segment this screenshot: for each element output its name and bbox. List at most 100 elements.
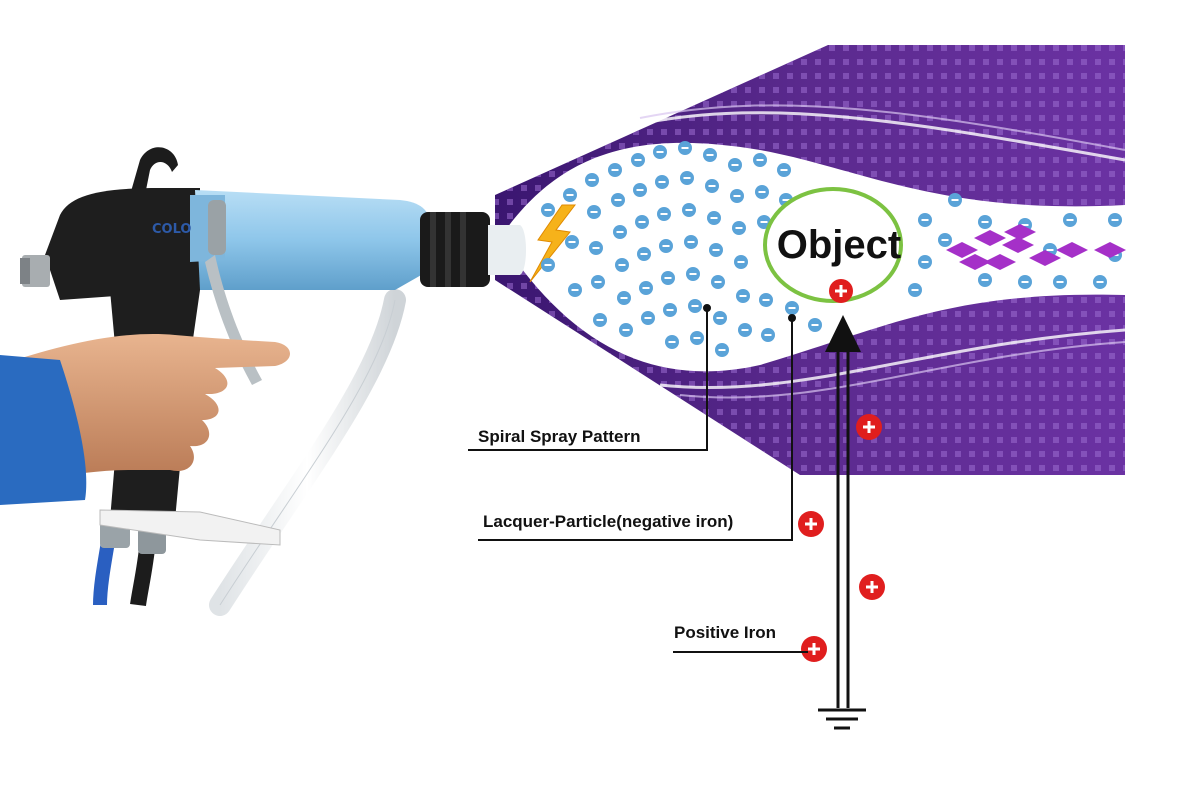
negative-charge-icon <box>563 188 577 202</box>
negative-charge-icon <box>615 258 629 272</box>
negative-charge-icon <box>1018 275 1032 289</box>
negative-charge-icon <box>637 247 651 261</box>
positive-charge-icon <box>801 636 827 662</box>
negative-charge-icon <box>611 193 625 207</box>
negative-charge-icon <box>1093 275 1107 289</box>
coating-diamonds <box>946 224 1126 270</box>
negative-charge-icon <box>1108 213 1122 227</box>
negative-charge-icon <box>736 289 750 303</box>
negative-charge-icon <box>565 235 579 249</box>
negative-charge-icon <box>978 215 992 229</box>
negative-charge-icon <box>639 281 653 295</box>
negative-charge-icon <box>661 271 675 285</box>
negative-charge-icon <box>613 225 627 239</box>
negative-charge-icon <box>918 213 932 227</box>
ground-symbol-icon <box>818 708 866 730</box>
object-target: Object <box>763 187 903 303</box>
positive-charge-icon <box>829 279 853 303</box>
positive-charge-icon <box>856 414 882 440</box>
negative-charge-icon <box>680 171 694 185</box>
coating-diamond <box>984 254 1016 270</box>
spark-icon <box>529 204 577 283</box>
lacquer-particle-label: Lacquer-Particle(negative iron) <box>483 512 734 531</box>
negative-charge-icon <box>1063 213 1077 227</box>
negative-charge-icon <box>738 323 752 337</box>
negative-charge-icon <box>978 273 992 287</box>
positive-iron-label: Positive Iron <box>674 623 777 642</box>
negative-charge-icon <box>753 153 767 167</box>
negative-charge-icon <box>709 243 723 257</box>
negative-charge-icon <box>734 255 748 269</box>
lacquer-particles <box>541 141 1122 357</box>
negative-charge-icon <box>659 239 673 253</box>
negative-charge-icon <box>705 179 719 193</box>
positive-charge-icon <box>798 511 824 537</box>
negative-charge-icon <box>684 235 698 249</box>
negative-charge-icon <box>707 211 721 225</box>
spiral-leader-line <box>468 310 708 451</box>
ground-connection <box>818 315 866 730</box>
negative-charge-icon <box>665 335 679 349</box>
negative-charge-icon <box>686 267 700 281</box>
negative-charge-icon <box>715 343 729 357</box>
negative-charge-icon <box>678 141 692 155</box>
negative-charge-icon <box>948 193 962 207</box>
negative-charge-icon <box>785 301 799 315</box>
negative-charge-icon <box>711 275 725 289</box>
coating-diamond <box>1094 242 1126 258</box>
negative-charge-icon <box>635 215 649 229</box>
coating-diamond <box>1056 242 1088 258</box>
coating-diamond <box>1029 250 1061 266</box>
negative-charge-icon <box>617 291 631 305</box>
object-label: Object <box>777 223 901 267</box>
negative-charge-icon <box>541 203 555 217</box>
negative-charge-icon <box>593 313 607 327</box>
coating-diamond <box>1002 237 1034 253</box>
negative-charge-icon <box>608 163 622 177</box>
negative-charge-icon <box>631 153 645 167</box>
gun-brand-logo: COLO <box>152 222 191 237</box>
arrow-up-icon <box>825 315 861 352</box>
negative-charge-icon <box>732 221 746 235</box>
negative-charge-icon <box>663 303 677 317</box>
negative-charge-icon <box>585 173 599 187</box>
negative-charge-icon <box>587 205 601 219</box>
negative-charge-icon <box>633 183 647 197</box>
callout-lines <box>468 304 808 653</box>
negative-charge-icon <box>761 328 775 342</box>
spiral-spray-pattern-label: Spiral Spray Pattern <box>478 427 641 446</box>
negative-charge-icon <box>730 189 744 203</box>
negative-charge-icon <box>641 311 655 325</box>
negative-charge-icon <box>908 283 922 297</box>
negative-charge-icon <box>541 258 555 272</box>
coating-diamond <box>959 254 991 270</box>
negative-charge-icon <box>589 241 603 255</box>
lacquer-leader-line <box>478 320 793 541</box>
negative-charge-icon <box>653 145 667 159</box>
negative-charge-icon <box>759 293 773 307</box>
negative-charge-icon <box>568 283 582 297</box>
negative-charge-icon <box>682 203 696 217</box>
coating-diamond <box>946 242 978 258</box>
negative-charge-icon <box>690 331 704 345</box>
negative-charge-icon <box>1053 275 1067 289</box>
negative-charge-icon <box>755 185 769 199</box>
negative-charge-icon <box>728 158 742 172</box>
coating-diamond <box>974 230 1006 246</box>
negative-charge-icon <box>703 148 717 162</box>
negative-charge-icon <box>713 311 727 325</box>
negative-charge-icon <box>777 163 791 177</box>
negative-charge-icon <box>619 323 633 337</box>
object-ring <box>763 187 903 303</box>
positive-charges <box>798 279 885 662</box>
coating-diamond <box>1004 224 1036 240</box>
spray-gun: COLO <box>0 147 526 616</box>
negative-charge-icon <box>655 175 669 189</box>
negative-charge-icon <box>591 275 605 289</box>
negative-charge-icon <box>657 207 671 221</box>
positive-charge-icon <box>859 574 885 600</box>
negative-charge-icon <box>918 255 932 269</box>
negative-charge-icon <box>688 299 702 313</box>
